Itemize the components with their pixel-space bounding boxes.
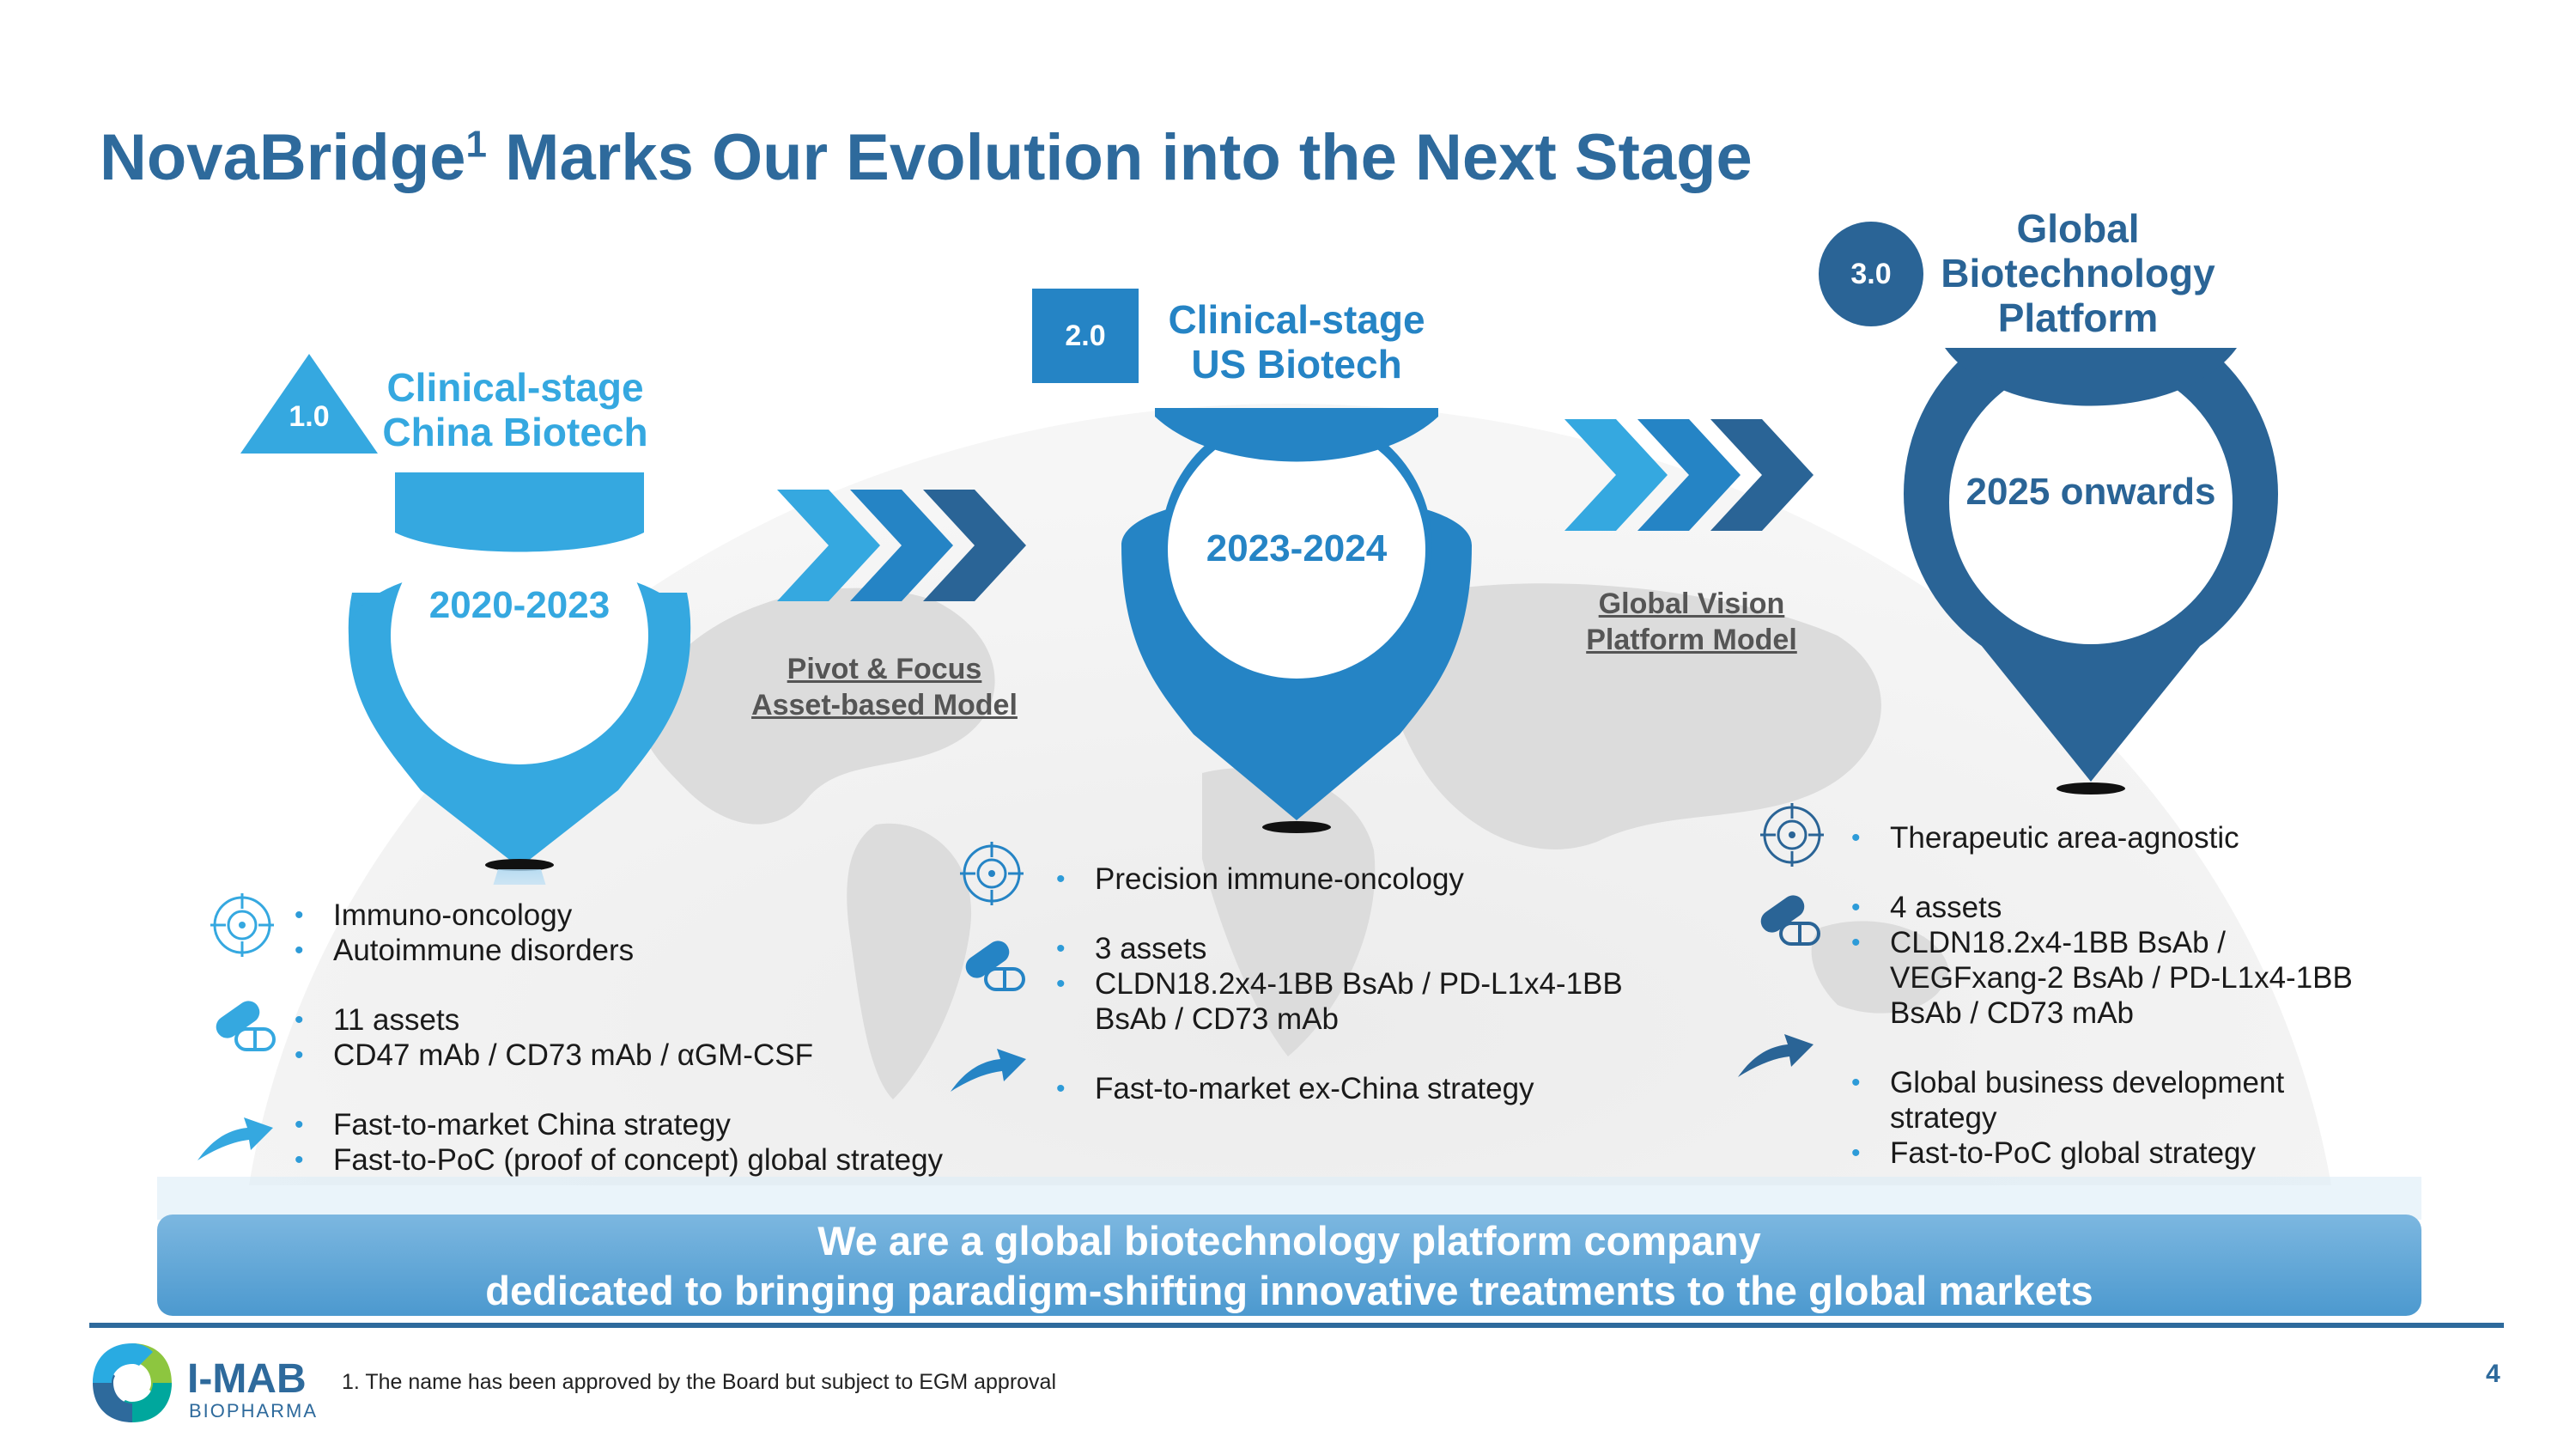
phase-2-period: 2023-2024 — [1206, 527, 1388, 569]
logo-wordmark: I-MAB — [187, 1356, 307, 1402]
transition-1-label: Pivot & Focus Asset-based Model — [751, 653, 1018, 721]
page-number: 4 — [2486, 1360, 2500, 1388]
phase-1-location-pin — [348, 472, 691, 885]
phase-3-bullets: Therapeutic area-agnostic 4 assets CLDN1… — [1851, 820, 2384, 1171]
pill-icon — [216, 1001, 276, 1051]
list-item: 3 assets — [1056, 931, 1657, 966]
target-icon — [210, 893, 274, 957]
phase-3-badge — [1819, 222, 1923, 326]
footer-divider — [89, 1323, 2504, 1328]
arrow-up-icon — [197, 1117, 273, 1160]
phase-1-name: Clinical-stage China Biotech — [382, 365, 648, 454]
arrow-up-icon — [1738, 1034, 1814, 1077]
phase-3-badge-label: 3.0 — [1850, 258, 1892, 290]
phase-1-period: 2020-2023 — [428, 584, 611, 626]
list-item: CLDN18.2x4-1BB BsAb / PD-L1x4-1BB BsAb /… — [1056, 966, 1657, 1037]
list-item: Precision immune-oncology — [1056, 861, 1657, 897]
page-title: NovaBridge1 Marks Our Evolution into the… — [100, 121, 1753, 194]
target-icon — [1760, 803, 1824, 867]
phase-2-bullets: Precision immune-oncology 3 assets CLDN1… — [1056, 861, 1657, 1106]
mission-banner: We are a global biotechnology platform c… — [157, 1215, 2421, 1316]
list-item: Fast-to-PoC (proof of concept) global st… — [295, 1142, 1016, 1178]
logo-subtitle: BIOPHARMA — [189, 1400, 319, 1422]
list-item: 11 assets — [295, 1002, 1016, 1038]
list-item: Immuno-oncology — [295, 898, 1016, 933]
footnote: 1. The name has been approved by the Boa… — [342, 1370, 1057, 1394]
phase-3-period: 2025 onwards — [1965, 471, 2216, 513]
phase-3-name: Global Biotechnology Platform — [1941, 206, 2215, 340]
imab-logo-icon — [93, 1343, 172, 1422]
phase-2-badge-label: 2.0 — [1065, 320, 1106, 352]
pill-icon — [1760, 895, 1820, 946]
phase-2-badge — [1032, 289, 1139, 383]
list-item: Fast-to-PoC global strategy — [1851, 1135, 2384, 1171]
phase-1-bullets: Immuno-oncology Autoimmune disorders 11 … — [295, 898, 1016, 1178]
list-item: Global business development strategy — [1851, 1065, 2384, 1135]
list-item: Therapeutic area-agnostic — [1851, 820, 2384, 855]
list-item: CD47 mAb / CD73 mAb / αGM-CSF — [295, 1038, 1016, 1073]
phase-3-location-pin — [1904, 348, 2278, 795]
phase-1-badge-triangle — [240, 354, 378, 454]
list-item: Fast-to-market ex-China strategy — [1056, 1071, 1657, 1106]
phase-2-location-pin — [1121, 408, 1472, 833]
list-item: Autoimmune disorders — [295, 933, 1016, 968]
chevron-arrows-1 — [777, 490, 1026, 601]
pill-icon — [965, 941, 1025, 991]
phase-2-name: Clinical-stage US Biotech — [1168, 297, 1425, 387]
list-item: CLDN18.2x4-1BB BsAb / VEGFxang-2 BsAb / … — [1851, 925, 2384, 1031]
arrow-up-icon — [951, 1049, 1026, 1092]
phase-1-badge-label: 1.0 — [289, 400, 330, 433]
target-icon — [960, 842, 1024, 905]
list-item: Fast-to-market China strategy — [295, 1107, 1016, 1142]
transition-2-label: Global Vision Platform Model — [1586, 588, 1797, 656]
chevron-arrows-2 — [1564, 419, 1814, 531]
list-item: 4 assets — [1851, 890, 2384, 925]
